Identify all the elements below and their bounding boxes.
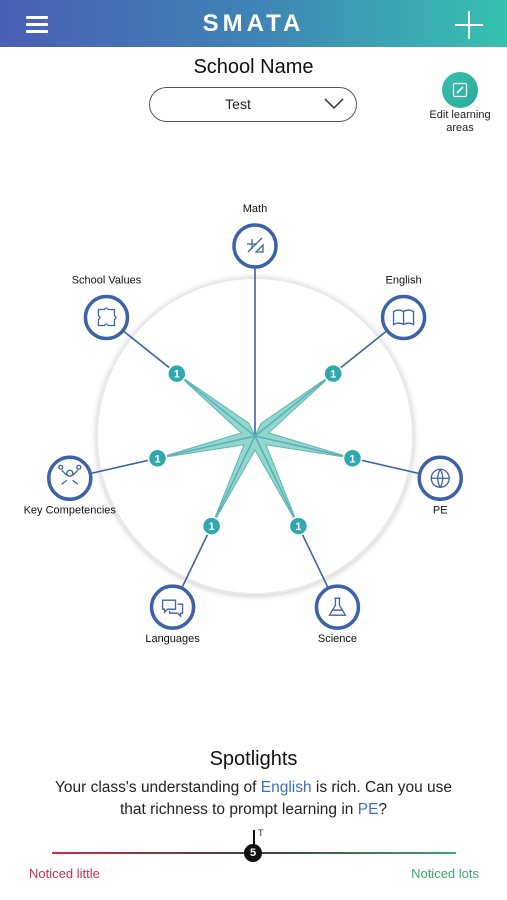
pencil-icon: [452, 82, 468, 98]
area-label: School Values: [72, 275, 142, 287]
open-book-icon: [392, 309, 415, 326]
speech-bubbles-icon: [161, 599, 184, 618]
app-title: SMATA: [202, 10, 305, 37]
radar-value-badge[interactable]: 1: [323, 363, 343, 384]
spotlight-text-1: Your class's understanding of: [54, 779, 261, 796]
edit-learning-areas-button[interactable]: Edit learning areas: [420, 70, 500, 138]
noticed-slider-marker: [253, 830, 255, 852]
chevron-down-icon: [324, 98, 344, 110]
spotlight-text-2: is rich. Can you use that richness to pr…: [119, 779, 453, 818]
area-label: English: [386, 275, 422, 287]
math-tools-icon: [247, 237, 264, 253]
app-header: SMATA: [0, 0, 507, 47]
svg-text:1: 1: [349, 453, 355, 465]
spotlight-text-3: ?: [378, 801, 388, 818]
area-label: Languages: [145, 633, 200, 645]
noticed-lots-label: Noticed lots: [411, 866, 479, 881]
area-node-pe[interactable]: PE: [417, 455, 463, 516]
network-people-icon: [58, 464, 82, 485]
class-select-dropdown[interactable]: Test: [149, 87, 357, 122]
svg-text:1: 1: [295, 521, 301, 533]
puzzle-icon: [97, 307, 117, 327]
area-node-key-competencies[interactable]: Key Competencies: [24, 455, 117, 516]
radar-value-badge[interactable]: 1: [288, 516, 309, 536]
area-node-english[interactable]: English: [380, 275, 427, 341]
lab-flask-icon: [328, 597, 347, 616]
radar-value-badge[interactable]: 1: [147, 448, 168, 469]
add-plus-icon[interactable]: [452, 8, 486, 42]
spotlights-text: Your class's understanding of English is…: [50, 777, 457, 821]
svg-text:1: 1: [154, 453, 160, 465]
hamburger-menu-icon[interactable]: [22, 11, 56, 37]
noticed-slider-thumb[interactable]: 5: [244, 844, 262, 862]
radar-value-area: [157, 373, 353, 527]
area-node-school-values[interactable]: School Values: [72, 275, 142, 341]
area-node-languages[interactable]: Languages: [145, 584, 200, 645]
area-node-math[interactable]: Math: [232, 203, 278, 269]
spotlights-title: Spotlights: [209, 748, 298, 770]
area-node-science[interactable]: Science: [314, 584, 361, 645]
svg-text:1: 1: [209, 521, 215, 533]
edit-circle: [442, 72, 478, 108]
area-label: Key Competencies: [24, 504, 117, 516]
noticed-little-label: Noticed little: [29, 866, 100, 881]
radar-value-badge[interactable]: 1: [167, 363, 187, 384]
svg-text:1: 1: [330, 369, 336, 381]
svg-text:1: 1: [174, 369, 180, 381]
class-select-value: Test: [225, 96, 251, 112]
noticed-slider[interactable]: T 5: [0, 820, 507, 862]
area-label: PE: [433, 504, 448, 516]
radar-value-badge[interactable]: 1: [342, 448, 363, 469]
school-name: School Name: [193, 56, 314, 78]
spotlight-highlight-english[interactable]: English: [260, 779, 312, 796]
area-label: Science: [318, 633, 357, 645]
edit-learning-areas-label: Edit learning areas: [429, 109, 491, 134]
radar-value-badge[interactable]: 1: [201, 516, 222, 536]
sports-icon: [430, 468, 450, 488]
spotlight-highlight-pe[interactable]: PE: [357, 801, 379, 818]
noticed-slider-marker-label: T: [258, 828, 264, 838]
area-label: Math: [243, 203, 267, 215]
